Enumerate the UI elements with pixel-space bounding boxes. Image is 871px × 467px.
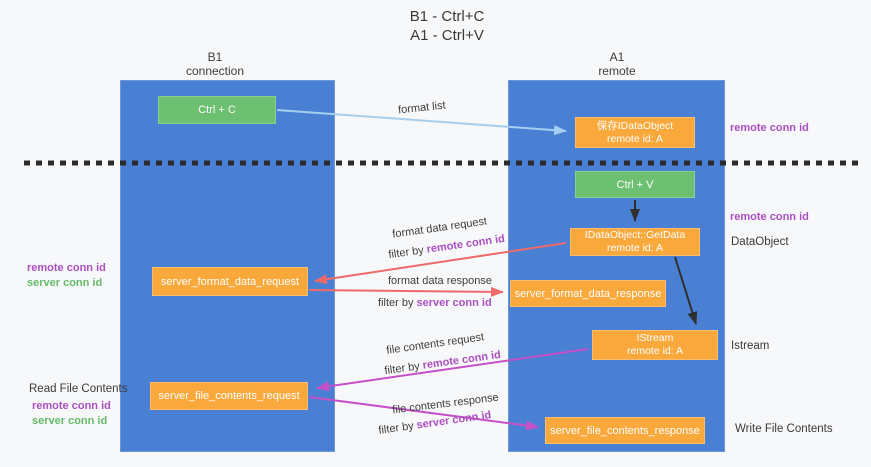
- lane-header-a1: A1 remote: [557, 50, 677, 78]
- label-remote-conn-id-left-top: remote conn id: [27, 262, 106, 274]
- label-remote-conn-id-right-mid: remote conn id: [730, 211, 809, 223]
- filter-by-text: filter by: [387, 244, 425, 262]
- label-format-data-response: format data response: [388, 275, 492, 287]
- label-server-conn-id-left-bottom: server conn id: [32, 415, 108, 427]
- lane-a1-name: A1: [609, 50, 625, 64]
- diagram-title: B1 - Ctrl+C A1 - Ctrl+V: [297, 7, 597, 45]
- label-istream-side: Istream: [731, 340, 770, 352]
- server-conn-id-text: server conn id: [415, 409, 492, 432]
- label-write-file-contents: Write File Contents: [735, 423, 833, 435]
- node-ctrl-c: Ctrl + C: [158, 96, 276, 124]
- remote-conn-id-text: remote conn id: [425, 232, 506, 256]
- node-istream: IStream remote id: A: [592, 330, 718, 360]
- node-server-file-contents-request: server_file_contents_request: [150, 382, 308, 410]
- label-remote-conn-id-right-top: remote conn id: [730, 122, 809, 134]
- node-idataobject-getdata: IDataObject::GetData remote id: A: [570, 228, 700, 256]
- node-store-idataobject: 保存IDataObject remote id: A: [575, 117, 695, 148]
- node-istream-line1: IStream: [636, 332, 674, 344]
- label-remote-conn-id-left-bottom: remote conn id: [32, 400, 111, 412]
- node-store-idataobject-line1: 保存IDataObject: [596, 119, 674, 132]
- lane-a1-role: remote: [598, 64, 636, 78]
- filter-by-text: filter by: [383, 360, 421, 378]
- remote-conn-id-text: remote conn id: [421, 348, 502, 372]
- node-getdata-line2: remote id: A: [606, 242, 664, 254]
- node-server-file-contents-response: server_file_contents_response: [545, 417, 705, 444]
- node-server-format-data-response: server_format_data_response: [510, 280, 666, 307]
- label-format-list: format list: [397, 99, 447, 117]
- filter-by-text: filter by: [378, 297, 414, 309]
- node-istream-line2: remote id: A: [626, 345, 684, 357]
- filter-by-text: filter by: [377, 420, 415, 437]
- lane-header-b1: B1 connection: [155, 50, 275, 78]
- label-server-conn-id-left-top: server conn id: [27, 277, 103, 289]
- node-ctrl-v: Ctrl + V: [575, 171, 695, 198]
- label-read-file-contents: Read File Contents: [29, 383, 128, 395]
- arrow-format-data-response: [308, 286, 504, 297]
- label-dataobject: DataObject: [731, 236, 789, 248]
- title-line-1: B1 - Ctrl+C: [409, 8, 485, 25]
- node-server-format-data-request: server_format_data_request: [152, 267, 308, 296]
- node-getdata-line1: IDataObject::GetData: [584, 229, 686, 241]
- lane-b1-role: connection: [185, 64, 245, 78]
- node-store-idataobject-line2: remote id: A: [606, 132, 664, 145]
- lane-b1-name: B1: [207, 50, 223, 64]
- server-conn-id-text: server conn id: [416, 297, 492, 309]
- title-line-2: A1 - Ctrl+V: [410, 27, 484, 44]
